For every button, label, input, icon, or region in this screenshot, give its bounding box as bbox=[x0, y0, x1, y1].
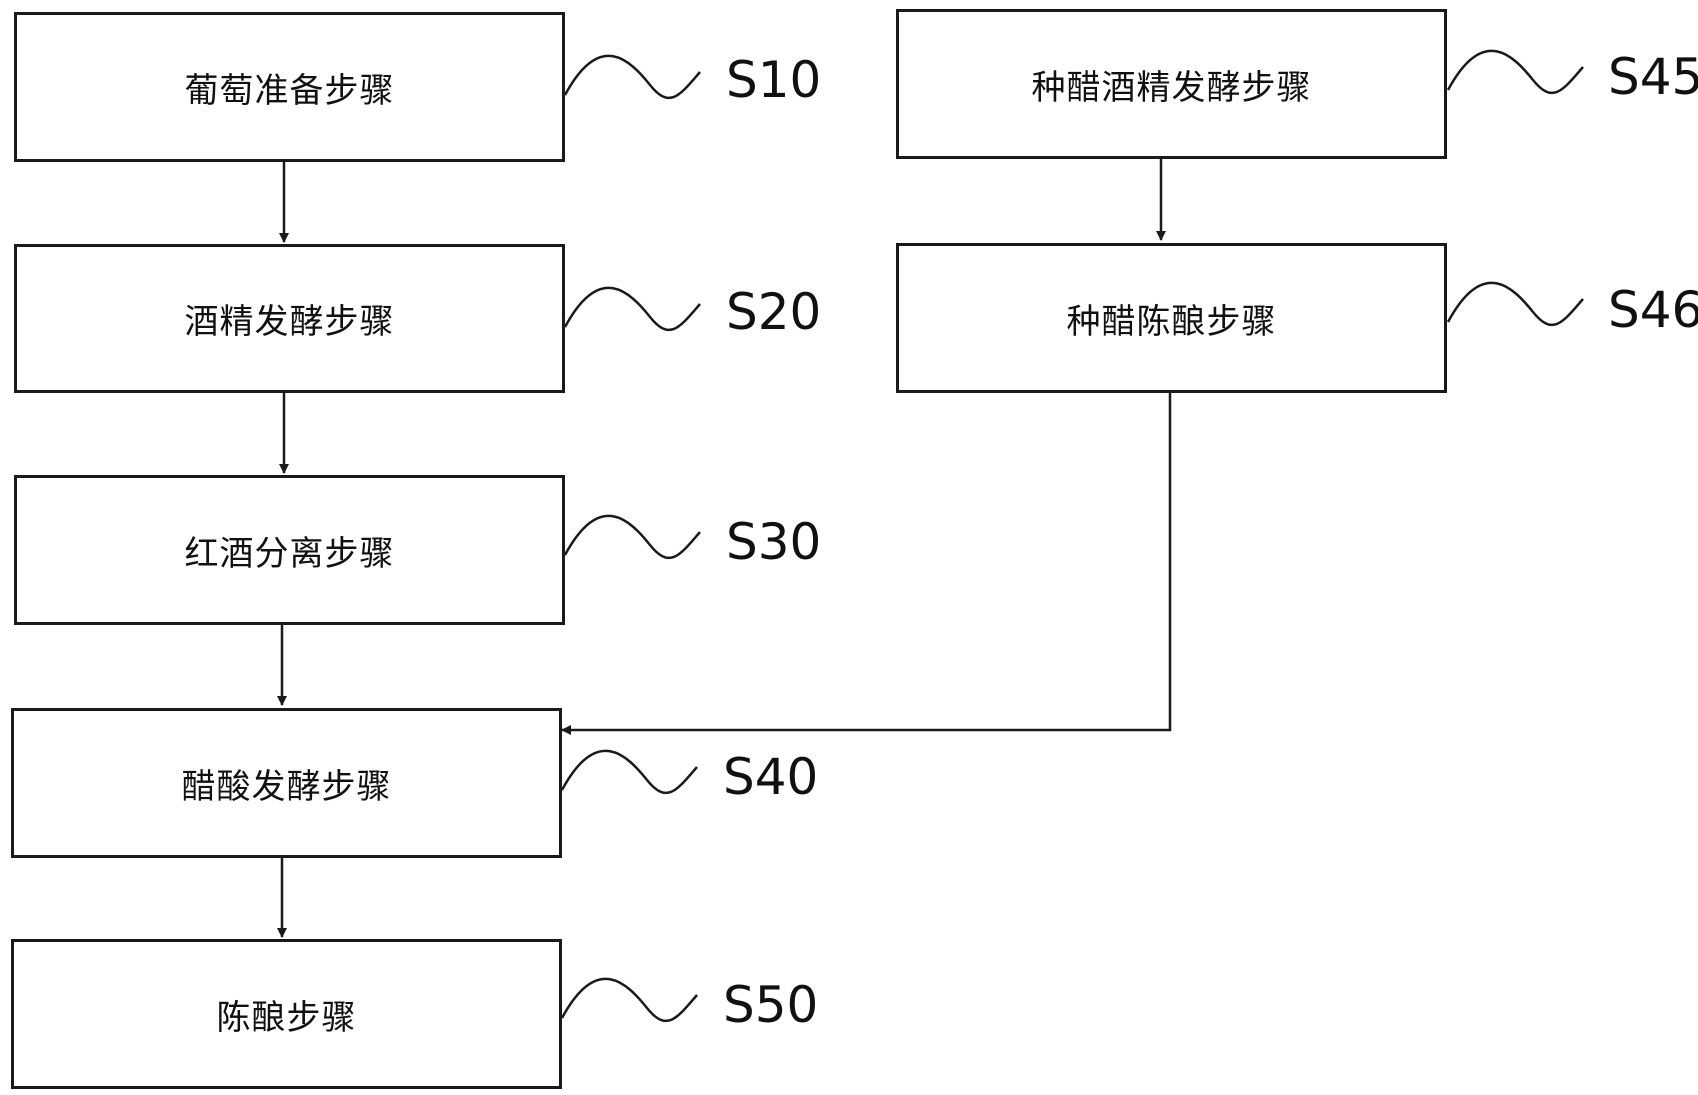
step-text-s45: 种醋酒精发酵步骤 bbox=[1031, 67, 1312, 108]
step-text-s46: 种醋陈酿步骤 bbox=[1066, 301, 1277, 342]
leader-s10 bbox=[563, 54, 701, 100]
step-box-s20: 酒精发酵步骤 bbox=[14, 244, 565, 393]
step-text-s40: 醋酸发酵步骤 bbox=[181, 766, 392, 807]
step-text-s30: 红酒分离步骤 bbox=[184, 533, 395, 574]
step-box-s45: 种醋酒精发酵步骤 bbox=[896, 9, 1447, 159]
step-label-s45: S45 bbox=[1608, 48, 1698, 106]
step-label-s10: S10 bbox=[726, 51, 822, 109]
leader-s30 bbox=[563, 514, 701, 560]
step-text-s10: 葡萄准备步骤 bbox=[184, 70, 395, 111]
step-box-s50: 陈酿步骤 bbox=[11, 939, 562, 1089]
leader-s40 bbox=[560, 749, 698, 795]
step-box-s46: 种醋陈酿步骤 bbox=[896, 243, 1447, 393]
step-label-s50: S50 bbox=[723, 976, 819, 1034]
step-text-s20: 酒精发酵步骤 bbox=[184, 302, 395, 342]
leader-s20 bbox=[563, 286, 701, 332]
step-box-s10: 葡萄准备步骤 bbox=[14, 12, 565, 162]
step-label-s30: S30 bbox=[726, 513, 822, 571]
step-box-s30: 红酒分离步骤 bbox=[14, 475, 565, 625]
step-label-s46: S46 bbox=[1608, 281, 1698, 339]
leader-s50 bbox=[560, 977, 698, 1023]
leader-s45 bbox=[1446, 49, 1584, 95]
arrow-s46-s40 bbox=[561, 393, 1172, 735]
leader-s46 bbox=[1446, 281, 1584, 327]
step-text-s50: 陈酿步骤 bbox=[216, 997, 357, 1038]
step-label-s20: S20 bbox=[726, 283, 822, 341]
step-box-s40: 醋酸发酵步骤 bbox=[11, 708, 562, 858]
step-label-s40: S40 bbox=[723, 748, 819, 806]
